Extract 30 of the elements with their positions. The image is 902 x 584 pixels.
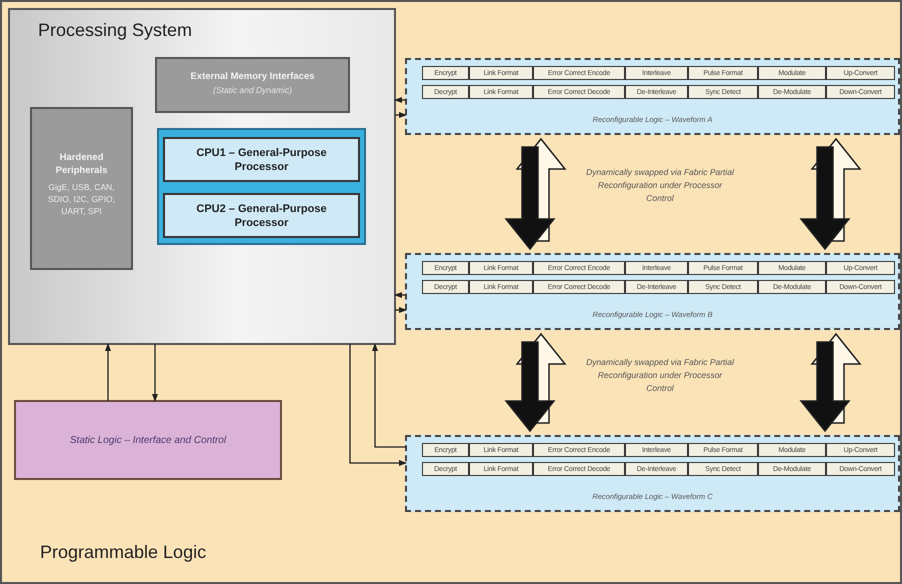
block-subtitle: (Static and Dynamic) bbox=[212, 85, 293, 95]
processor-block: CPU2 – General-Purpose Processor bbox=[163, 193, 360, 238]
arrow bbox=[105, 343, 111, 401]
reconfigurable-region bbox=[405, 253, 900, 330]
peripherals-block bbox=[30, 107, 133, 270]
reconfigurable-region bbox=[405, 58, 900, 135]
annotation-text: Dynamically swapped via Fabric Partial Reconfiguration under Processor Control bbox=[585, 166, 735, 205]
arrow bbox=[349, 344, 407, 466]
arrow bbox=[394, 97, 406, 103]
arrow bbox=[395, 112, 407, 118]
region-heading: Programmable Logic bbox=[40, 542, 206, 563]
block-title: External Memory Interfaces bbox=[189, 71, 316, 82]
arrow bbox=[152, 344, 158, 402]
annotation-text: Dynamically swapped via Fabric Partial Reconfiguration under Processor Control bbox=[585, 356, 735, 395]
block-arrow bbox=[799, 341, 851, 432]
block-arrow bbox=[799, 146, 851, 250]
arrow bbox=[395, 307, 407, 313]
processing-system-panel bbox=[8, 8, 396, 345]
block-arrow bbox=[504, 341, 556, 432]
block-title: Hardened Peripherals bbox=[54, 151, 108, 177]
processor-group-frame bbox=[157, 128, 366, 245]
processor-block: CPU1 – General-Purpose Processor bbox=[163, 137, 360, 182]
arrow bbox=[372, 343, 406, 448]
block-arrow bbox=[504, 146, 556, 250]
static-logic-block: Static Logic – Interface and Control bbox=[14, 400, 282, 480]
block-subtitle: GigE, USB, CAN, SDIO, I2C, GPIO, UART, SPI bbox=[46, 181, 116, 217]
reconfigurable-region bbox=[405, 435, 900, 512]
arrow bbox=[394, 292, 406, 298]
memory-interface-block bbox=[155, 57, 350, 113]
panel-heading: Processing System bbox=[38, 20, 192, 41]
